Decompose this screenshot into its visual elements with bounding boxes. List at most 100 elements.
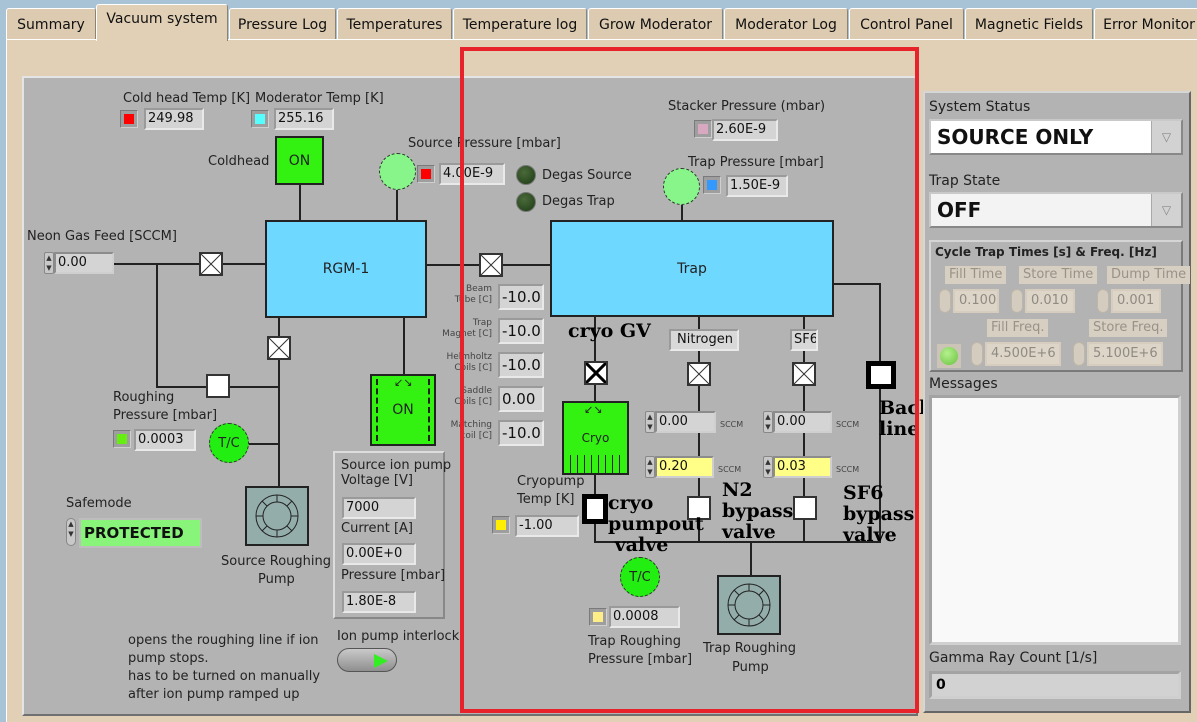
fill-freq-label: Fill Freq. xyxy=(987,319,1049,337)
neon-gas-feed-spinner[interactable]: ▲▼ xyxy=(44,252,54,274)
cryopump-temp-label-2: Temp [K] xyxy=(517,492,575,507)
system-status-label: System Status xyxy=(929,99,1031,115)
moderator-temp-label: Moderator Temp [K] xyxy=(255,91,384,106)
tab-control-panel[interactable]: Control Panel xyxy=(849,8,964,40)
nitrogen-setpoint-input[interactable]: 0.00 xyxy=(655,411,716,433)
tab-temperatures[interactable]: Temperatures xyxy=(337,8,452,40)
cycle-trap-cluster: Cycle Trap Times [s] & Freq. [Hz] Fill T… xyxy=(929,240,1191,372)
ion-pump-interlock-toggle[interactable] xyxy=(337,648,397,672)
messages-textarea[interactable] xyxy=(929,395,1181,645)
ion-pump-toggle[interactable]: ON ↙↘ xyxy=(370,374,436,446)
valve-x-icon xyxy=(269,338,289,358)
store-freq-input[interactable]: 5.100E+6 xyxy=(1087,342,1163,366)
nitrogen-flow-spinner[interactable]: ▲▼ xyxy=(645,456,655,478)
ion-pump-state: ON xyxy=(392,402,414,418)
interlock-note-4: after ion pump ramped up xyxy=(128,687,300,702)
pump-arrow-icon: ↙↘ xyxy=(584,403,603,416)
sf6-flow-value[interactable]: 0.03 xyxy=(773,456,832,478)
tab-temperature-log[interactable]: Temperature log xyxy=(453,8,587,40)
sf6-setpoint-input[interactable]: 0.00 xyxy=(773,411,832,433)
pipe xyxy=(834,283,881,285)
cycle-trap-title: Cycle Trap Times [s] & Freq. [Hz] xyxy=(935,245,1157,259)
tab-magnetic-fields[interactable]: Magnetic Fields xyxy=(965,8,1093,40)
backing-line-gate-valve[interactable] xyxy=(866,361,896,389)
cryo-gate-valve[interactable] xyxy=(584,361,608,385)
pipe xyxy=(750,541,752,576)
valve-x-icon xyxy=(201,254,221,274)
degas-trap-label: Degas Trap xyxy=(542,194,615,209)
neon-bypass-valve[interactable] xyxy=(206,374,230,398)
source-ion-pump-cluster xyxy=(333,451,445,619)
source-roughing-valve[interactable] xyxy=(267,336,291,360)
pipe xyxy=(249,443,279,445)
chevron-down-icon[interactable]: ▽ xyxy=(1151,121,1181,153)
sf6-bypass-valve[interactable] xyxy=(793,496,817,520)
fill-time-spinner[interactable] xyxy=(939,289,951,313)
fill-freq-input[interactable]: 4.500E+6 xyxy=(985,342,1061,366)
dump-time-spinner[interactable] xyxy=(1097,289,1109,313)
source-roughing-pump[interactable] xyxy=(245,486,309,546)
trap-roughing-pressure-label-1: Trap Roughing xyxy=(588,634,681,649)
store-time-spinner[interactable] xyxy=(1011,289,1023,313)
cryo-pump[interactable]: Cryo ↙↘ xyxy=(562,401,629,475)
cycle-run-led[interactable] xyxy=(937,344,961,368)
store-time-input[interactable]: 0.010 xyxy=(1025,289,1075,313)
tab-moderator-log[interactable]: Moderator Log xyxy=(724,8,848,40)
nitrogen-setpoint-spinner[interactable]: ▲▼ xyxy=(645,411,655,433)
valve-x-icon xyxy=(689,364,709,384)
nitrogen-valve[interactable] xyxy=(687,362,711,386)
trap-roughing-pump-label-2: Pump xyxy=(732,660,769,675)
tab-summary[interactable]: Summary xyxy=(6,8,96,40)
play-arrow-icon xyxy=(374,654,388,668)
trap-state-dropdown[interactable]: OFF ▽ xyxy=(929,192,1183,228)
sf6-valve[interactable] xyxy=(792,362,816,386)
nitrogen-flow-value[interactable]: 0.20 xyxy=(655,456,714,478)
source-pressure-gauge-icon xyxy=(379,153,416,190)
source-trap-gate-valve[interactable] xyxy=(479,253,503,277)
source-thermocouple-gauge: T/C xyxy=(209,423,249,463)
annotation-line: pumpout xyxy=(608,513,704,535)
cryopump-temp-label-1: Cryopump xyxy=(517,474,585,489)
store-freq-label: Store Freq. xyxy=(1089,319,1168,337)
trap-thermocouple-gauge: T/C xyxy=(620,557,660,597)
pump-arrow-icon: ↙↘ xyxy=(394,376,413,389)
safemode-value[interactable]: PROTECTED xyxy=(79,518,202,548)
cryo-pumpout-valve[interactable] xyxy=(582,494,608,524)
tab-pressure-log[interactable]: Pressure Log xyxy=(229,8,336,40)
pump-rotor-icon xyxy=(255,494,299,538)
safemode-label: Safemode xyxy=(66,496,132,511)
annotation-line: valve xyxy=(843,524,897,546)
store-time-label: Store Time xyxy=(1019,266,1098,284)
store-freq-spinner[interactable] xyxy=(1073,342,1085,366)
safemode-spinner[interactable]: ▲▼ xyxy=(66,518,76,546)
temp-value-beam-tube: -10.0 xyxy=(498,284,544,310)
trap-state-value: OFF xyxy=(937,198,982,222)
stacker-pressure-label: Stacker Pressure (mbar) xyxy=(668,99,826,114)
valve-x-icon xyxy=(481,255,501,275)
roughing-pressure-label-1: Roughing xyxy=(113,390,175,405)
tab-vacuum-system[interactable]: Vacuum system xyxy=(96,4,228,41)
fill-time-input[interactable]: 0.100 xyxy=(953,289,999,313)
tab-error-monitor[interactable]: Error Monitor xyxy=(1094,8,1197,40)
degas-source-led[interactable] xyxy=(516,165,536,185)
n2-bypass-valve[interactable] xyxy=(687,496,711,520)
degas-trap-led[interactable] xyxy=(516,192,536,212)
source-pressure-label: Source Pressure [mbar] xyxy=(408,136,561,151)
sf6-flow-spinner[interactable]: ▲▼ xyxy=(763,456,773,478)
ion-pump-pressure-value: 1.80E-8 xyxy=(342,591,416,613)
coldhead-toggle[interactable]: ON xyxy=(275,136,324,185)
trap-roughing-pump[interactable] xyxy=(717,575,781,635)
trap-roughing-pressure-value: 0.0008 xyxy=(609,606,680,628)
neon-feed-valve[interactable] xyxy=(199,252,223,276)
neon-gas-feed-input[interactable]: 0.00 xyxy=(54,252,114,274)
chevron-down-icon[interactable]: ▽ xyxy=(1151,194,1181,226)
dump-time-input[interactable]: 0.001 xyxy=(1111,289,1161,313)
cryopump-temp-value: -1.00 xyxy=(515,515,579,537)
system-status-dropdown[interactable]: SOURCE ONLY ▽ xyxy=(929,119,1183,155)
sf6-setpoint-spinner[interactable]: ▲▼ xyxy=(763,411,773,433)
tab-grow-moderator[interactable]: Grow Moderator xyxy=(588,8,723,40)
ion-pump-voltage-label: Voltage [V] xyxy=(341,473,413,488)
fill-freq-spinner[interactable] xyxy=(971,342,983,366)
